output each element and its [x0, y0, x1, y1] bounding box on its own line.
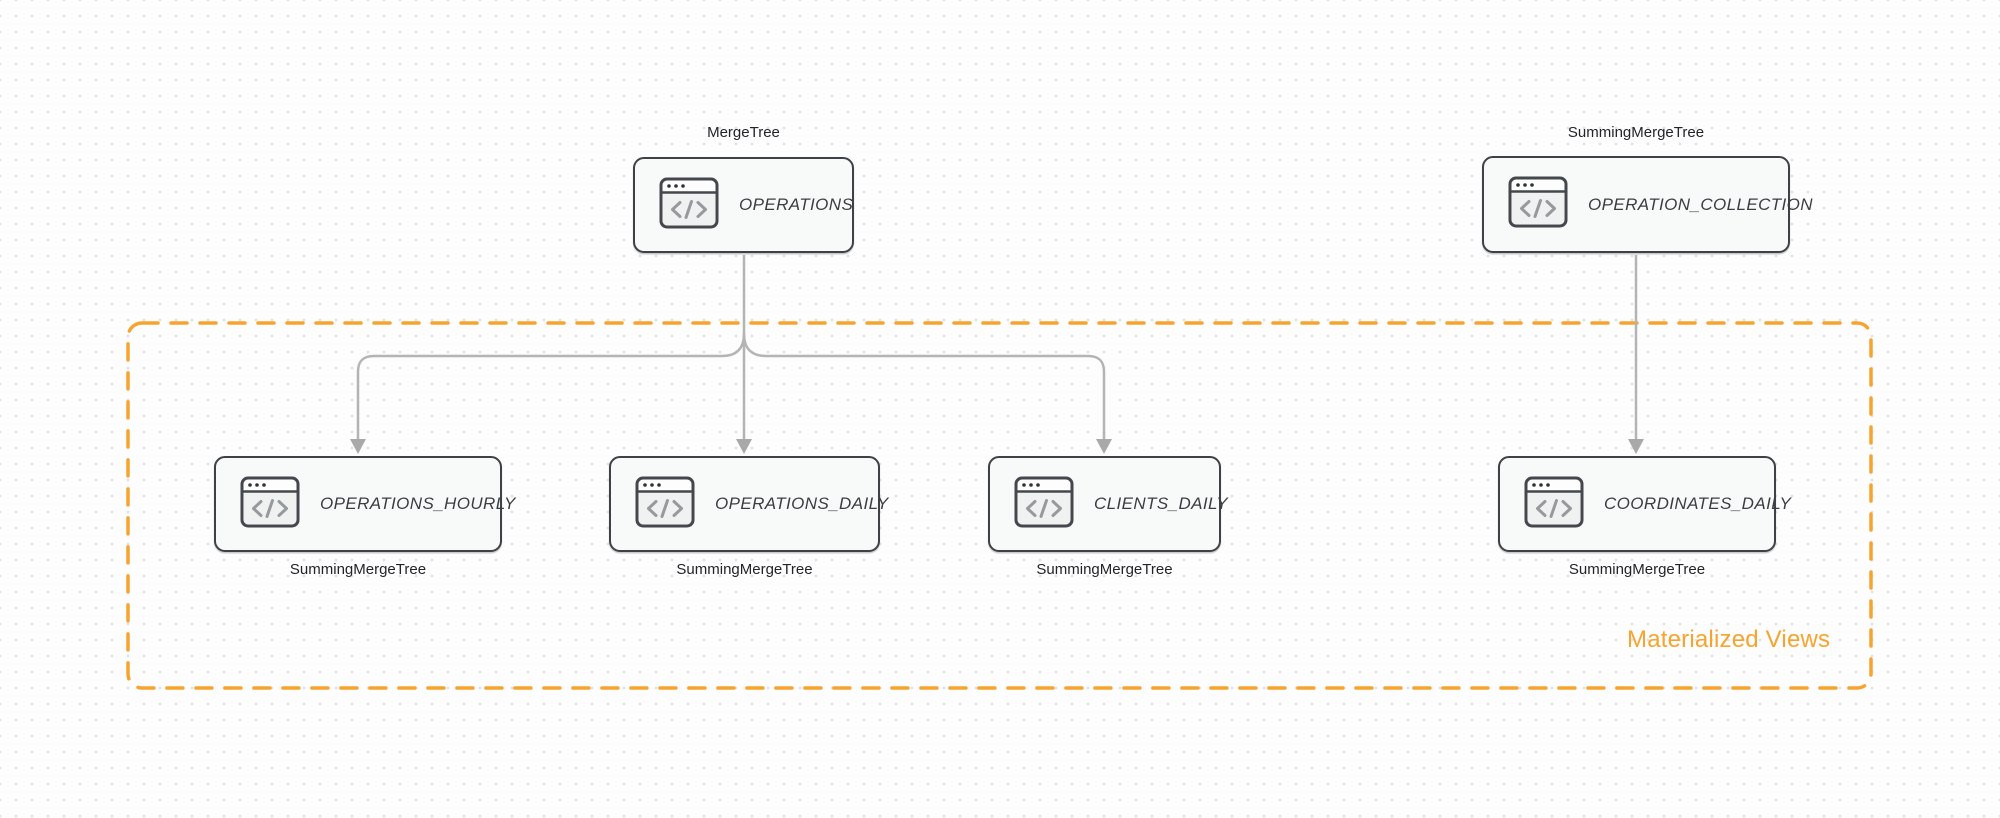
code-window-icon	[635, 476, 695, 533]
arrowhead-icon	[1628, 439, 1644, 454]
node-title: CLIENTS_DAILY	[1094, 494, 1229, 513]
materialized-views-label: Materialized Views	[1627, 626, 1831, 653]
engine-label-operations: MergeTree	[707, 124, 780, 141]
node-clients-daily[interactable]: CLIENTS_DAILY	[988, 456, 1228, 552]
node-coordinates-daily[interactable]: COORDINATES_DAILY	[1498, 456, 1791, 552]
arrowhead-icon	[736, 439, 752, 454]
edge-operations-to-clients-daily	[742, 333, 1106, 440]
node-title: OPERATION_COLLECTION	[1588, 194, 1813, 214]
code-window-icon	[1014, 476, 1074, 533]
code-window-icon	[1524, 476, 1584, 533]
node-title: OPERATIONS	[739, 195, 854, 214]
engine-label-operation-collection: SummingMergeTree	[1567, 124, 1705, 141]
code-window-icon	[1508, 176, 1568, 233]
code-window-icon	[240, 476, 300, 533]
engine-label-clients-daily: SummingMergeTree	[1036, 561, 1173, 578]
engine-label-operations-daily: SummingMergeTree	[676, 561, 813, 578]
arrowhead-icon	[350, 439, 366, 454]
code-window-icon	[659, 177, 719, 234]
node-operations[interactable]: OPERATIONS	[633, 157, 854, 253]
edge-operations-to-operations-hourly	[356, 333, 746, 440]
node-operations-daily[interactable]: OPERATIONS_DAILY	[609, 456, 888, 552]
engine-label-operations-hourly: SummingMergeTree	[289, 561, 427, 578]
node-operations-hourly[interactable]: OPERATIONS_HOURLY	[214, 456, 515, 552]
node-operation-collection[interactable]: OPERATION_COLLECTION	[1482, 156, 1813, 253]
node-title: OPERATIONS_HOURLY	[320, 494, 516, 513]
arrowhead-icon	[1096, 439, 1112, 454]
node-title: COORDINATES_DAILY	[1604, 494, 1792, 513]
engine-label-coordinates-daily: SummingMergeTree	[1568, 561, 1706, 578]
node-title: OPERATIONS_DAILY	[715, 494, 889, 513]
